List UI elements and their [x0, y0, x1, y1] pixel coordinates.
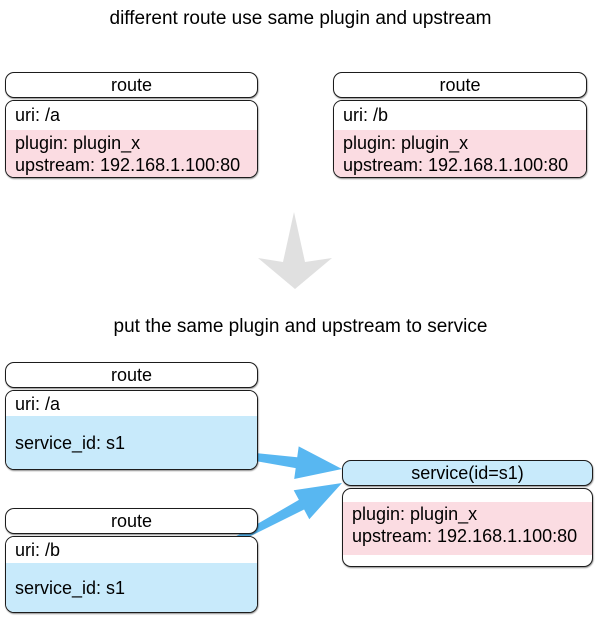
top-route-a-plugin: plugin: plugin_x	[15, 133, 141, 153]
top-route-b-header: route	[333, 72, 587, 98]
top-route-a-uri: uri: /a	[6, 101, 257, 130]
top-route-b-upstream: upstream: 192.168.1.100:80	[343, 154, 569, 175]
bottom-route-a-service-id: service_id: s1	[6, 416, 257, 469]
bottom-route-b-uri: uri: /b	[6, 537, 257, 563]
top-route-a-box: route uri: /a plugin: plugin_x upstream:…	[5, 72, 258, 178]
service-plugin: plugin: plugin_x	[352, 504, 478, 524]
top-route-b-body: uri: /b plugin: plugin_x upstream: 192.1…	[333, 100, 587, 178]
top-route-b-box: route uri: /b plugin: plugin_x upstream:…	[333, 72, 587, 178]
transform-down-arrow-icon	[258, 212, 332, 289]
top-route-a-plugin-upstream: plugin: plugin_x upstream: 192.168.1.100…	[6, 130, 257, 177]
service-box: service(id=s1) plugin: plugin_x upstream…	[342, 460, 593, 567]
route-a-to-service-arrow-icon	[147, 442, 342, 479]
service-body: plugin: plugin_x upstream: 192.168.1.100…	[342, 488, 593, 567]
bottom-route-b-service-id: service_id: s1	[6, 563, 257, 612]
top-section-title: different route use same plugin and upst…	[109, 8, 492, 29]
top-route-b-uri: uri: /b	[334, 101, 586, 130]
bottom-route-a-box: route uri: /a service_id: s1	[5, 362, 258, 470]
bottom-route-a-body: uri: /a service_id: s1	[5, 390, 258, 470]
service-plugin-upstream: plugin: plugin_x upstream: 192.168.1.100…	[343, 502, 592, 555]
service-upstream: upstream: 192.168.1.100:80	[352, 525, 578, 546]
top-route-b-plugin-upstream: plugin: plugin_x upstream: 192.168.1.100…	[334, 130, 586, 177]
top-route-b-plugin: plugin: plugin_x	[343, 133, 469, 153]
bottom-route-b-body: uri: /b service_id: s1	[5, 536, 258, 613]
bottom-route-a-header: route	[5, 362, 258, 388]
top-route-a-body: uri: /a plugin: plugin_x upstream: 192.1…	[5, 100, 258, 178]
bottom-route-a-uri: uri: /a	[6, 391, 257, 416]
service-header: service(id=s1)	[342, 460, 593, 486]
bottom-route-b-header: route	[5, 508, 258, 534]
top-route-a-upstream: upstream: 192.168.1.100:80	[15, 154, 241, 175]
bottom-section-title: put the same plugin and upstream to serv…	[113, 316, 488, 337]
bottom-route-b-box: route uri: /b service_id: s1	[5, 508, 258, 613]
top-route-a-header: route	[5, 72, 258, 98]
